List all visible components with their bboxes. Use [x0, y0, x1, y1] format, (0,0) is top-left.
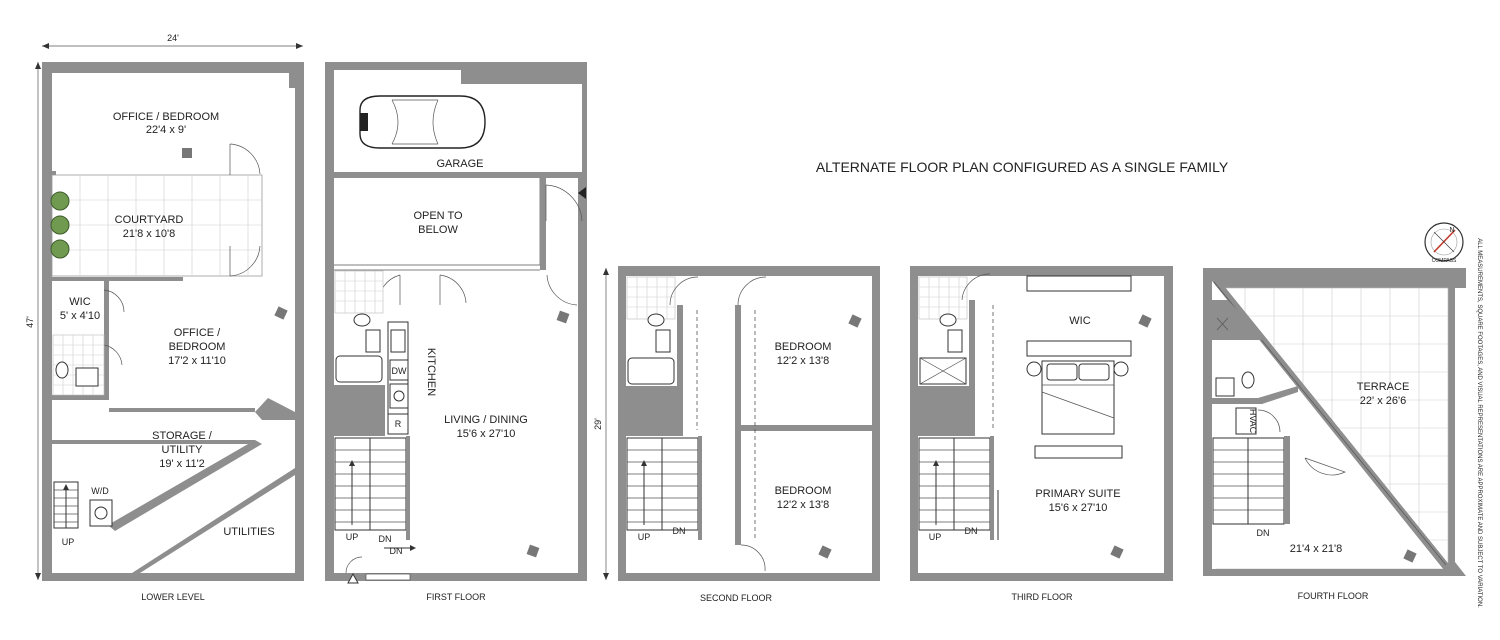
- planter-icon: [50, 239, 70, 259]
- column-icon: [848, 314, 862, 328]
- living-label: LIVING / DINING: [444, 414, 528, 426]
- column-icon: [1403, 549, 1417, 563]
- column-icon: [1138, 314, 1152, 328]
- stairs-icon: [918, 437, 991, 531]
- sink-icon: [75, 367, 99, 387]
- stairs-icon: [334, 437, 407, 531]
- office1-dim: 22'4 x 9': [146, 124, 186, 136]
- second-floor-name: SECOND FLOOR: [700, 593, 773, 603]
- bedroom2-label: BEDROOM: [775, 485, 832, 497]
- bedroom2-dim: 12'2 x 13'8: [777, 499, 830, 511]
- office1-label: OFFICE / BEDROOM: [113, 111, 219, 123]
- wd-label: W/D: [91, 486, 109, 496]
- open-below-label-1: OPEN TO: [413, 210, 463, 222]
- lower-dim: 21'4 x 21'8: [1290, 543, 1343, 555]
- sink-icon: [655, 329, 671, 353]
- width-dimension: 24': [42, 33, 303, 49]
- column-icon: [818, 545, 832, 559]
- planter-icon: [50, 191, 70, 211]
- garage-label: GARAGE: [436, 158, 483, 170]
- lower-level-name: LOWER LEVEL: [141, 592, 205, 602]
- office2-label-2: BEDROOM: [169, 341, 226, 353]
- bed-icon: [1026, 360, 1129, 435]
- toilet-icon: [647, 313, 665, 327]
- storage-label-2: UTILITY: [162, 444, 204, 456]
- storage-dim: 19' x 11'2: [159, 458, 205, 470]
- up-label: UP: [62, 537, 75, 547]
- second-floor-plan: BEDROOM 12'2 x 13'8 BEDROOM 12'2 x 13'8 …: [618, 266, 880, 603]
- bathtub-icon: [627, 357, 675, 385]
- third-floor-plan: WIC PRIMARY SUITE 15'6 x 27'10 UP DN THI…: [910, 266, 1173, 602]
- dn-label-2: DN: [390, 546, 403, 556]
- up-label: UP: [929, 532, 942, 542]
- first-floor-plan: DW R KITCHEN GARAGE OPEN TO BELOW LIVING…: [325, 62, 587, 602]
- planter-icon: [50, 215, 70, 235]
- width-dimension-label: 24': [167, 33, 179, 43]
- dn-label: DN: [965, 526, 978, 536]
- toilet-icon: [939, 313, 957, 327]
- column-icon: [182, 148, 192, 158]
- office2-label-1: OFFICE /: [174, 327, 221, 339]
- compass-label: COMPASS: [1432, 258, 1457, 264]
- column-icon: [274, 306, 288, 320]
- up-label: UP: [638, 532, 651, 542]
- living-dim: 15'6 x 27'10: [457, 428, 516, 440]
- r-label: R: [395, 419, 402, 429]
- fourth-floor-plan: HVAC TERRACE 22' x 26'6 DN 21'4 x 21'8 F…: [1203, 268, 1466, 601]
- kitchen-label: KITCHEN: [425, 348, 437, 396]
- dw-label: DW: [392, 366, 407, 376]
- fourth-floor-name: FOURTH FLOOR: [1298, 591, 1369, 601]
- first-floor-name: FIRST FLOOR: [426, 592, 486, 602]
- primary-suite-label: PRIMARY SUITE: [1035, 488, 1120, 500]
- column-icon: [526, 544, 540, 558]
- wic-dim: 5' x 4'10: [60, 310, 100, 322]
- stairs-icon: [626, 437, 699, 531]
- sink-icon: [947, 329, 963, 353]
- third-floor-name: THIRD FLOOR: [1011, 592, 1073, 602]
- toilet-icon: [353, 313, 371, 327]
- wic-label: WIC: [69, 296, 90, 308]
- depth-dimension-label: 47': [25, 316, 35, 328]
- primary-suite-dim: 15'6 x 27'10: [1049, 502, 1108, 514]
- toilet-icon: [1241, 371, 1255, 389]
- utilities-label: UTILITIES: [223, 526, 274, 538]
- compass-icon: N COMPASS: [1424, 222, 1464, 264]
- bedroom1-dim: 12'2 x 13'8: [777, 355, 830, 367]
- terrace-label: TERRACE: [1357, 381, 1410, 393]
- depth-dimension: 47': [25, 62, 41, 580]
- column-icon: [1110, 545, 1124, 559]
- car-icon: [359, 95, 486, 149]
- storage-label-1: STORAGE /: [152, 430, 213, 442]
- stairs-icon: [53, 481, 79, 529]
- dn-label: DN: [379, 534, 392, 544]
- bedroom1-label: BEDROOM: [775, 341, 832, 353]
- dn-label: DN: [673, 526, 686, 536]
- toilet-icon: [55, 361, 69, 379]
- courtyard-label: COURTYARD: [115, 214, 184, 226]
- plan-title: ALTERNATE FLOOR PLAN CONFIGURED AS A SIN…: [816, 159, 1229, 175]
- upper-depth-dimension: 29': [593, 268, 609, 580]
- upper-depth-label: 29': [593, 418, 603, 430]
- sink-icon: [1215, 377, 1235, 397]
- office2-dim: 17'2 x 11'10: [168, 355, 226, 367]
- up-label: UP: [346, 532, 359, 542]
- open-below-label-2: BELOW: [418, 224, 458, 236]
- stairs-icon: [1212, 437, 1285, 525]
- hvac-label: HVAC: [1248, 409, 1258, 434]
- lower-level-plan: OFFICE / BEDROOM 22'4 x 9' COURTYARD 21'…: [42, 62, 304, 602]
- courtyard-dim: 21'8 x 10'8: [123, 228, 176, 240]
- sink-icon: [365, 329, 381, 353]
- wic-label: WIC: [1069, 315, 1090, 327]
- bathtub-icon: [335, 355, 383, 383]
- compass-north: N: [1449, 227, 1454, 234]
- dn-label: DN: [1257, 528, 1270, 538]
- terrace-dim: 22' x 26'6: [1360, 395, 1406, 407]
- disclaimer-text: ALL MEASUREMENTS, SQUARE FOOTAGES, AND V…: [1476, 238, 1482, 608]
- column-icon: [556, 310, 570, 324]
